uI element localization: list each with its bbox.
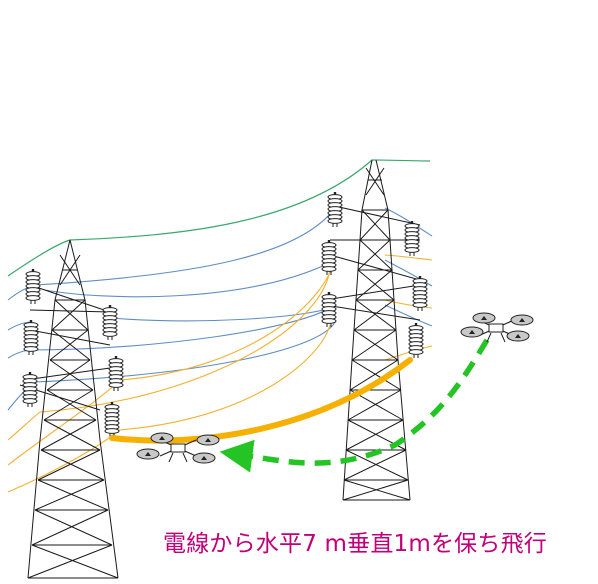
lower-conductors — [7, 254, 433, 493]
rotor-icon — [150, 432, 174, 444]
insulator-icon — [321, 291, 337, 328]
drone-near-wire — [136, 432, 220, 464]
rotor-icon — [460, 326, 484, 338]
insulator-icon — [23, 319, 39, 356]
insulator-icon — [104, 401, 120, 438]
right-transmission-tower — [324, 159, 421, 501]
insulator-icon — [22, 371, 38, 408]
insulator-icon — [25, 268, 41, 305]
caption: 電線から水平7 m垂直1mを保ち飛行 — [163, 531, 547, 557]
insulator-icon — [327, 191, 343, 228]
rotor-icon — [506, 330, 530, 342]
rotor-icon — [472, 312, 496, 324]
rotor-icon — [192, 452, 216, 464]
flight-path-arrow — [219, 338, 490, 473]
insulator-icon — [321, 239, 337, 276]
left-transmission-tower — [19, 239, 119, 579]
ground-wire — [7, 159, 431, 277]
drone-start — [460, 312, 534, 343]
right-tower-insulators — [321, 191, 428, 359]
rotor-icon — [136, 448, 160, 460]
insulator-icon — [412, 275, 428, 312]
rotor-icon — [196, 434, 220, 446]
target-conductor — [109, 357, 413, 444]
insulator-icon — [408, 322, 424, 359]
rotor-icon — [510, 314, 534, 326]
insulator-icon — [108, 355, 124, 392]
insulator-icon — [404, 220, 420, 257]
insulator-icon — [102, 304, 118, 341]
